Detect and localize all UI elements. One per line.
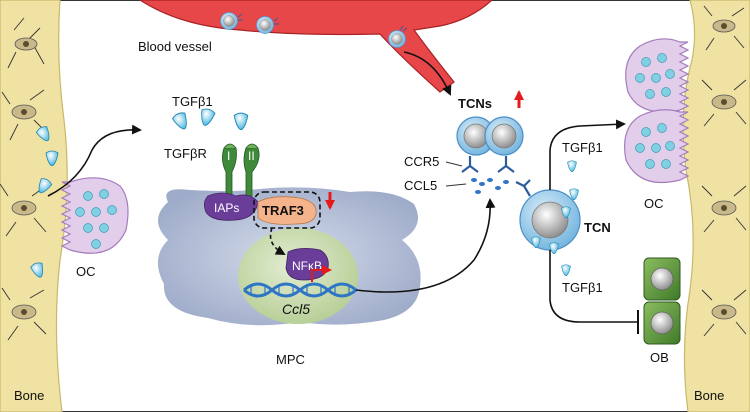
arrow-nucleus-to-ccl5 <box>355 198 496 293</box>
tgfb1-top-label: TGFβ1 <box>172 94 213 109</box>
osteoclast-right: OC <box>624 38 690 211</box>
branch-to-oc-right: TGFβ1 <box>549 119 626 190</box>
tgfbr-label: TGFβR <box>164 146 207 161</box>
tcn-label: TCN <box>584 220 611 235</box>
tgfb1-upper-label: TGFβ1 <box>562 140 603 155</box>
mpc-label: MPC <box>276 352 305 367</box>
vessel-tcn-1 <box>220 12 243 30</box>
tcns-label: TCNs <box>458 96 492 111</box>
dna-helix: Ccl5 <box>243 282 357 317</box>
ccl5-label: CCL5 <box>404 178 437 193</box>
osteoblasts: OB <box>643 257 681 365</box>
receptor-i-label: I <box>227 149 230 163</box>
bone-right-label: Bone <box>694 388 724 403</box>
vessel-tcn-3 <box>388 25 408 48</box>
tgfb1-ligands: TGFβ1 <box>171 94 249 133</box>
traf3-label: TRAF3 <box>262 203 304 218</box>
osteocyte-right-4 <box>701 289 747 337</box>
nfkb-protein: NFκB <box>285 248 332 282</box>
osteoclast-left: OC <box>60 177 129 279</box>
osteocyte-left-2 <box>1 89 47 141</box>
iaps-protein: IAPs <box>204 192 259 221</box>
ccr5-label: CCR5 <box>404 154 439 169</box>
bone-right: Bone <box>682 0 750 412</box>
osteocyte-right-2 <box>701 79 747 127</box>
osteocyte-left-1 <box>7 17 45 69</box>
osteocyte-right-1 <box>703 5 745 51</box>
receptor-ii-label: II <box>248 149 255 163</box>
oc-left-label: OC <box>76 264 96 279</box>
blood-vessel-label: Blood vessel <box>138 39 212 54</box>
oc-right-label: OC <box>644 196 664 211</box>
tcn-ccr5-receptor <box>515 179 531 197</box>
ccl5-gene-label: Ccl5 <box>282 301 310 317</box>
ccl5-molecules <box>471 178 509 194</box>
chemokine-labels: CCR5 CCL5 <box>404 154 467 193</box>
osteocyte-right-3 <box>701 185 747 233</box>
vessel-tcn-2 <box>256 16 279 34</box>
tgfbr-receptor: TGFβR I II <box>164 143 260 197</box>
bone-left-label: Bone <box>14 388 44 403</box>
tcn-cell: TCN <box>519 189 611 254</box>
traf3-protein: TRAF3 <box>253 191 321 229</box>
osteocyte-left-4 <box>1 287 47 341</box>
arrow-vessel-to-tcns <box>403 51 452 96</box>
bone-left: Bone <box>0 0 68 412</box>
arrow-bone-to-tgfb1 <box>47 124 142 197</box>
tcns-cluster: TCNs <box>456 90 524 173</box>
iaps-label: IAPs <box>214 201 239 215</box>
tgfb1-lower-label: TGFβ1 <box>562 280 603 295</box>
ob-label: OB <box>650 350 669 365</box>
branch-to-ob: TGFβ1 <box>549 250 639 334</box>
arrow-traf3-to-nfkb <box>269 227 286 255</box>
blood-vessel: Blood vessel <box>138 0 493 93</box>
